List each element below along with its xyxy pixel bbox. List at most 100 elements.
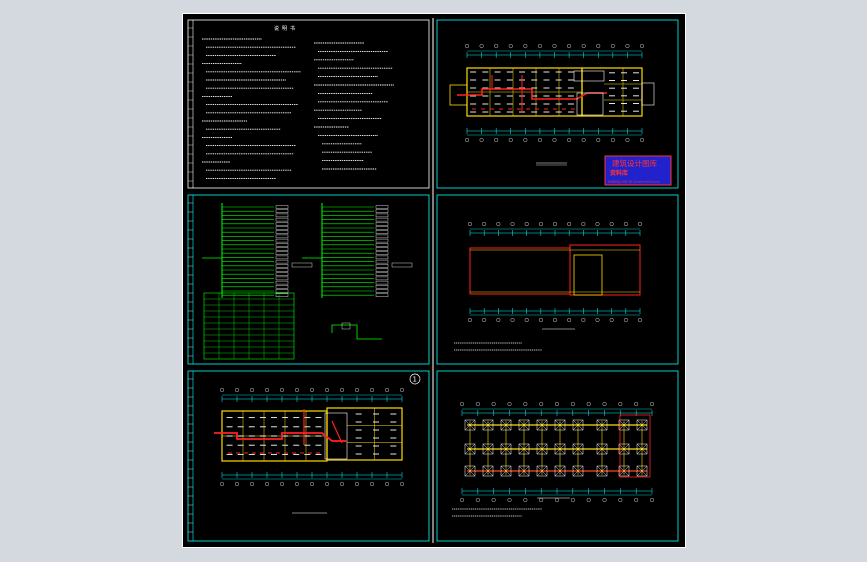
footing	[536, 443, 548, 455]
feeder-label	[275, 289, 289, 293]
axis-bubble	[581, 137, 586, 142]
axis-bubble	[595, 221, 600, 226]
stamp-box	[604, 155, 672, 186]
footing	[618, 465, 630, 477]
footing	[464, 465, 476, 477]
axis-bubble	[324, 482, 329, 487]
feeder-label	[275, 209, 289, 213]
binding-ticks	[188, 378, 193, 533]
axis-bubble	[553, 221, 558, 226]
notes-text-block	[202, 38, 394, 179]
axis-bubble	[537, 44, 542, 49]
axis-bubble	[309, 482, 314, 487]
axis-bubble	[567, 137, 572, 142]
separate-grounding-zone	[619, 414, 651, 478]
axis-bubble	[537, 137, 542, 142]
footing	[500, 465, 512, 477]
axis-bubble	[650, 402, 655, 407]
feeder-label	[275, 205, 289, 209]
axis-bubble	[640, 44, 645, 49]
axis-bubble	[399, 482, 404, 487]
feeder-label	[375, 259, 389, 264]
axis-bubble	[220, 482, 225, 487]
sheet-foundation-grounding-plan	[436, 370, 679, 542]
roof-outline	[569, 244, 641, 296]
sheet-frame	[436, 194, 679, 365]
wiring-run	[331, 420, 343, 444]
axis-bubble	[552, 44, 557, 49]
axis-bubble	[602, 498, 607, 503]
sheet-frame	[187, 370, 430, 542]
footing	[596, 465, 608, 477]
footing	[464, 443, 476, 455]
feeder-label	[375, 251, 389, 255]
axis-bubble	[482, 318, 487, 323]
drawing-canvas[interactable]: 说 明 书	[182, 13, 686, 548]
feeder-label	[375, 222, 389, 226]
axis-bubble	[468, 221, 473, 226]
feeder-label	[375, 285, 389, 289]
footing-cross	[596, 443, 608, 455]
feeder-label	[275, 234, 289, 239]
axis-bubble	[567, 44, 572, 49]
feeder-label	[375, 230, 389, 234]
axis-bubble	[553, 318, 558, 323]
axis-bubble	[465, 137, 470, 142]
feeder-label	[275, 247, 289, 251]
footing	[618, 443, 630, 455]
sheet-distribution-diagram	[187, 194, 430, 365]
footing-cross	[618, 465, 630, 477]
feeder-label	[375, 234, 389, 239]
wiring-run	[214, 432, 347, 442]
library-stamp: 建筑设计图库 资料库 各种建筑设计资料下载 大全 www.zhulong.com	[604, 155, 672, 186]
axis-bubble	[496, 318, 501, 323]
footing	[554, 443, 566, 455]
axis-bubble	[384, 482, 389, 487]
axis-bubble	[384, 388, 389, 393]
axis-bubble	[475, 498, 480, 503]
axis-bubble	[638, 318, 643, 323]
footing-cross	[482, 465, 494, 477]
feeder-label	[275, 213, 289, 218]
axis-bubble	[581, 221, 586, 226]
axis-bubble	[399, 388, 404, 393]
footing	[636, 443, 648, 455]
footing	[482, 465, 494, 477]
binding-ticks	[188, 27, 193, 182]
footing-cross	[554, 443, 566, 455]
axis-bubble	[570, 498, 575, 503]
toilet-fixtures	[573, 70, 605, 82]
footing-cross	[572, 465, 584, 477]
axis-bubble	[602, 402, 607, 407]
footing-cross	[500, 465, 512, 477]
roof-outline	[469, 247, 571, 295]
footing	[554, 419, 566, 431]
footing	[636, 465, 648, 477]
dimension-lines	[460, 402, 655, 503]
footing-cross	[536, 419, 548, 431]
sheet-frame	[187, 194, 430, 365]
footing	[572, 419, 584, 431]
axis-bubble	[465, 44, 470, 49]
axis-bubble	[508, 44, 513, 49]
axis-bubble	[539, 402, 544, 407]
axis-bubble	[510, 221, 515, 226]
sheet-frame	[436, 370, 679, 542]
footing	[572, 443, 584, 455]
axis-bubble	[294, 388, 299, 393]
footing	[596, 443, 608, 455]
equipment-room	[576, 92, 604, 116]
footing-cross	[636, 465, 648, 477]
footing	[596, 419, 608, 431]
footing-cross	[464, 443, 476, 455]
axis-bubble	[264, 482, 269, 487]
footing-cross	[518, 419, 530, 431]
axis-bubble	[309, 388, 314, 393]
feeder-label	[275, 226, 289, 230]
footing-cross	[482, 419, 494, 431]
feeder-label	[375, 289, 389, 293]
axis-bubble	[249, 482, 254, 487]
axis-bubble	[354, 482, 359, 487]
feeder-label	[275, 222, 289, 226]
